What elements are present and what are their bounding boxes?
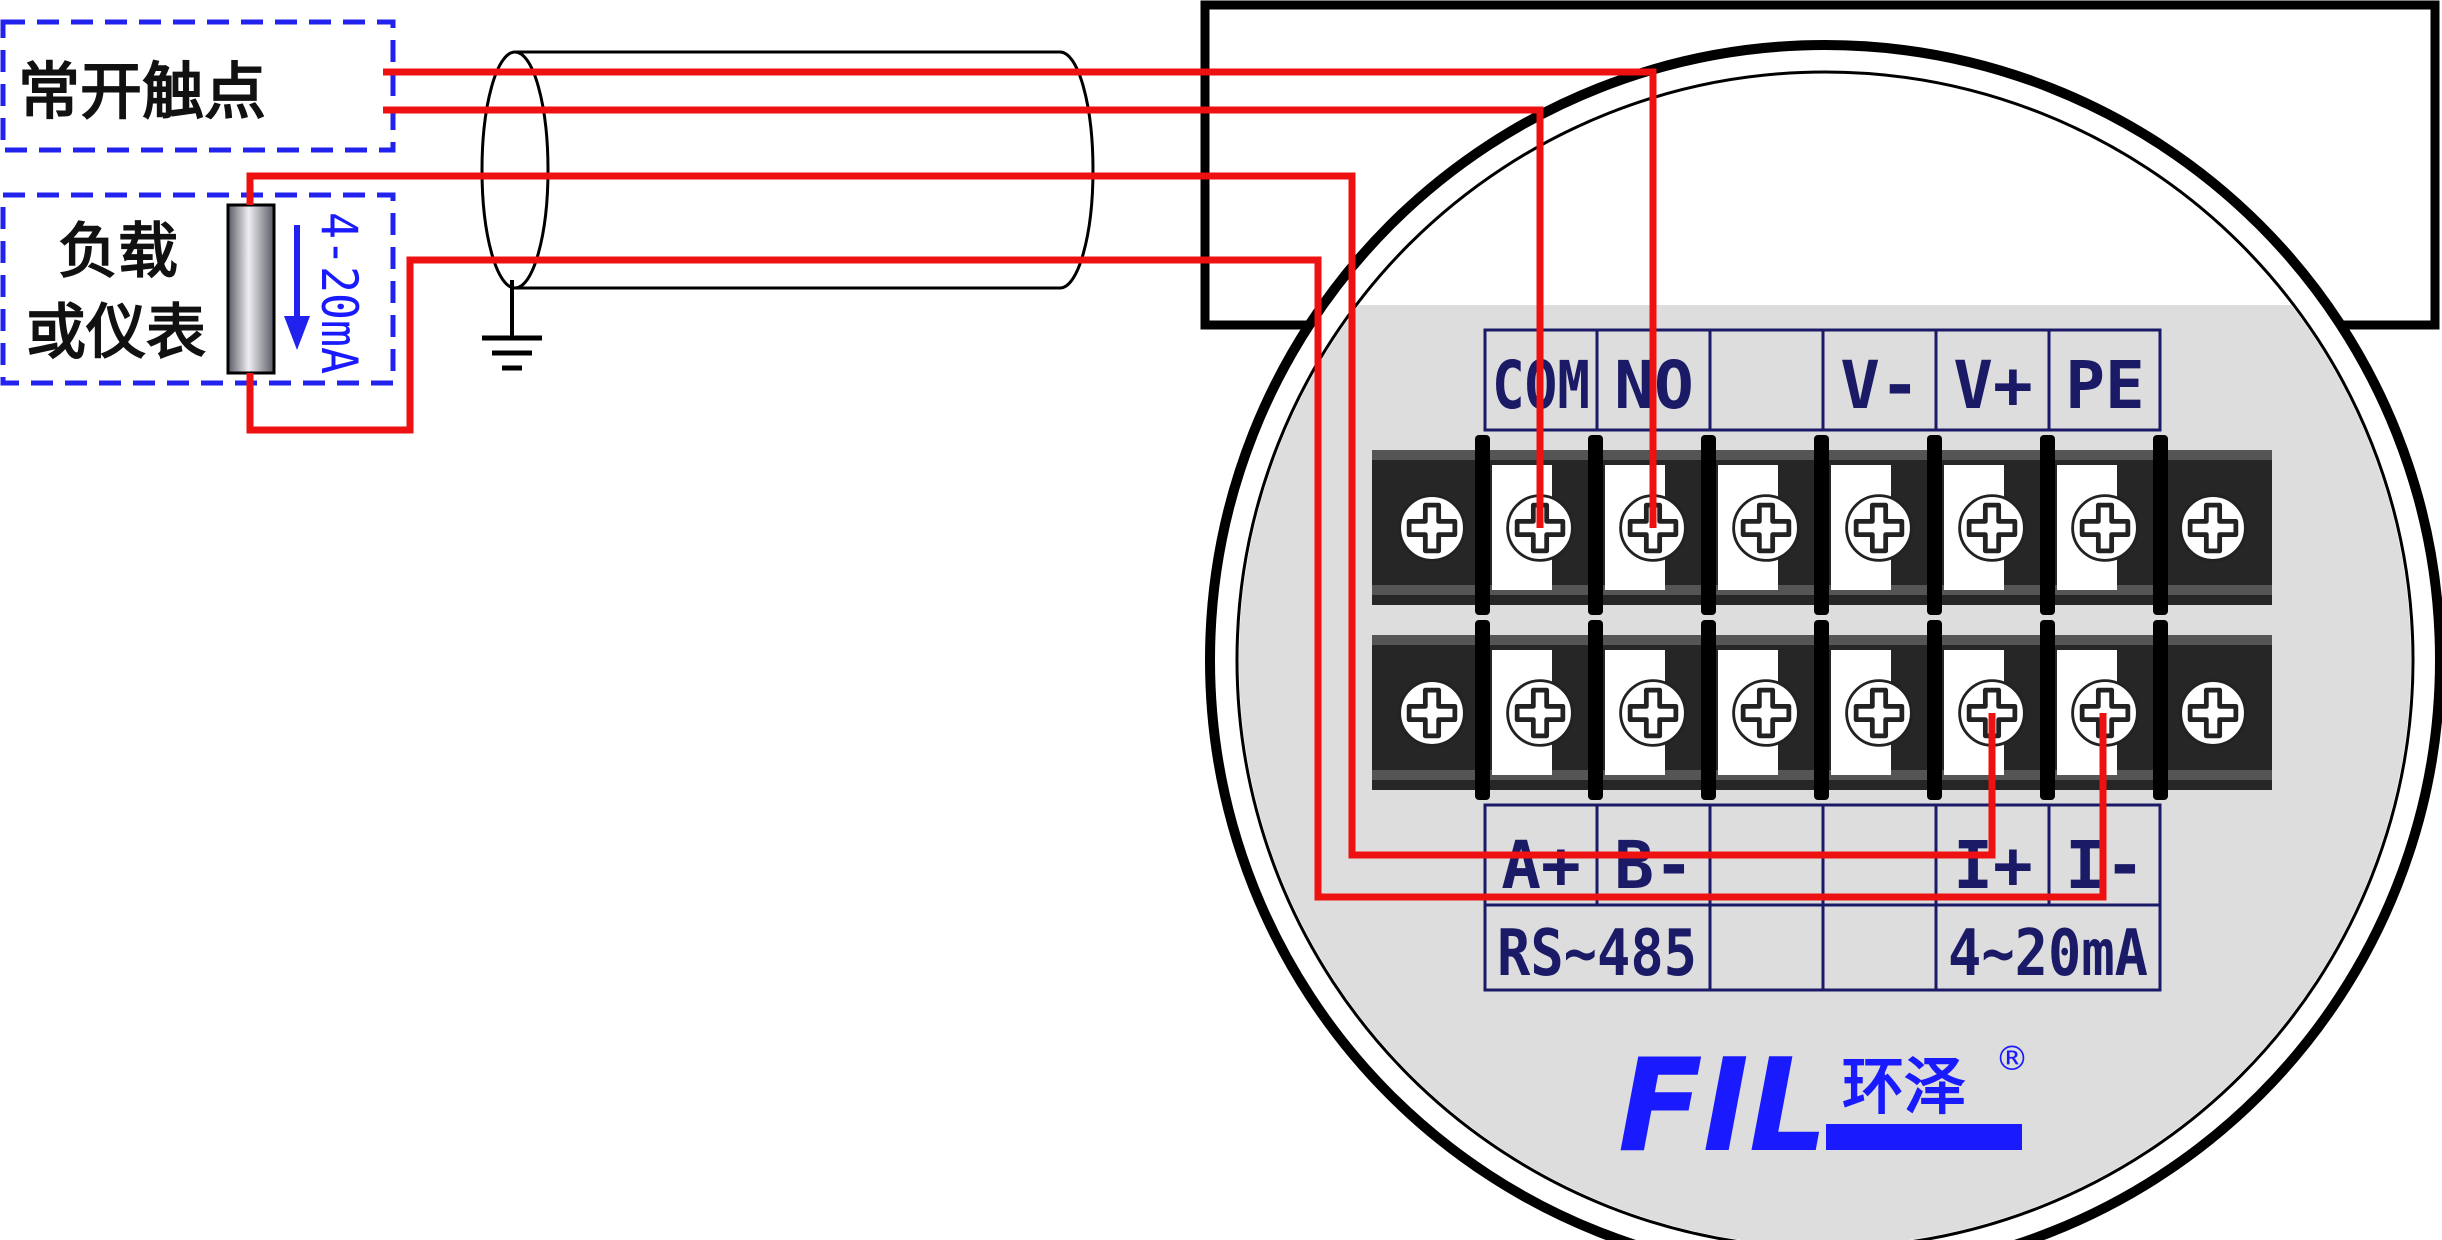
- wire-no: [383, 68, 1657, 528]
- brand-chinese-name: 环泽: [1842, 1050, 1966, 1123]
- top-terminal-label: PE: [2065, 347, 2144, 424]
- brand-underline-bar: [1826, 1124, 2022, 1150]
- screw-terminal-v-minus-icon[interactable]: [1847, 496, 1912, 561]
- load-label-line1: 负载: [58, 217, 178, 287]
- wire-b-minus: [246, 256, 2107, 901]
- brand-logo: FIL 环泽 ®: [1618, 1032, 2029, 1181]
- end-screw-icon: [2181, 496, 2246, 561]
- top-terminal-label: V+: [1953, 347, 2032, 424]
- current-direction-arrowhead-icon: [284, 316, 310, 350]
- contact-box: 常开触点: [0, 19, 396, 153]
- screw-terminal-b-minus-icon[interactable]: [1621, 681, 1686, 746]
- wire-com: [383, 106, 1544, 528]
- bottom-terminal-label: B-: [1614, 827, 1693, 904]
- current-direction-label: 4-20mA: [310, 212, 368, 374]
- end-screw-icon: [2181, 681, 2246, 746]
- contact-label: 常开触点: [18, 55, 266, 128]
- wire-a-plus: [246, 172, 1996, 859]
- screw-terminal-pe-icon[interactable]: [2073, 496, 2138, 561]
- top-terminal-label: V-: [1840, 347, 1919, 424]
- brand-latin-logo: FIL: [1618, 1032, 1828, 1181]
- bottom-terminal-label: A+: [1501, 827, 1580, 904]
- wiring: [246, 68, 2107, 901]
- end-screw-icon: [1400, 681, 1465, 746]
- screw-terminal-a-plus-icon[interactable]: [1508, 681, 1573, 746]
- screw-terminal-bottom-3-icon[interactable]: [1734, 681, 1799, 746]
- load-resistor-icon: [226, 203, 276, 375]
- screw-terminal-bottom-4-icon[interactable]: [1847, 681, 1912, 746]
- load-box: 负载 或仪表 4-20mA: [0, 192, 396, 386]
- end-screw-icon: [1400, 496, 1465, 561]
- rs485-group-label: RS~485: [1497, 917, 1697, 991]
- registered-mark: ®: [1995, 1039, 2029, 1079]
- screw-terminal-top-3-icon[interactable]: [1734, 496, 1799, 561]
- shielded-cable: [480, 50, 1095, 290]
- current-loop-group-label: 4~20mA: [1948, 917, 2148, 991]
- terminal-block-top: [1372, 435, 2272, 615]
- load-label-line2: 或仪表: [26, 298, 206, 368]
- ground-icon: [482, 280, 542, 371]
- screw-terminal-v-plus-icon[interactable]: [1960, 496, 2025, 561]
- terminal-block-bottom: [1372, 620, 2272, 800]
